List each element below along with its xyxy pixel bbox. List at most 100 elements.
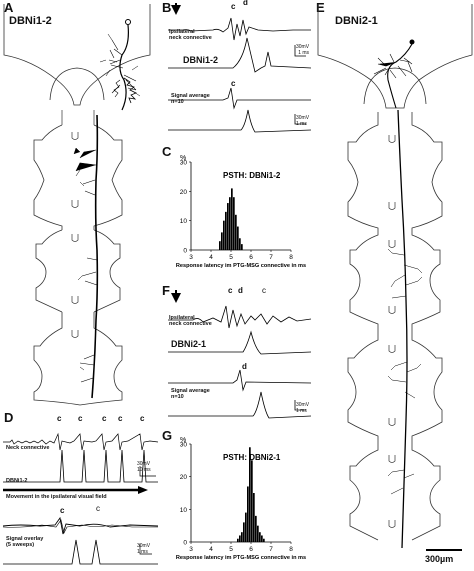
- peak-c-d2: c: [78, 414, 83, 423]
- psth-g-bar: [257, 525, 259, 542]
- psth-g-bar: [253, 493, 255, 542]
- psth-g-title: PSTH: DBNi2-1: [223, 453, 281, 462]
- psth-c-xtick-label: 5: [229, 254, 233, 261]
- psth-g-bar: [237, 538, 239, 542]
- psth-c-bar: [235, 214, 237, 250]
- panel-label-b: B: [162, 0, 172, 15]
- d-scale-bottom: 30mV 1 ms: [137, 543, 151, 555]
- d-overlay-traces: [2, 516, 159, 565]
- psth-g-xlabel: Response latency im PTG-MSG connective i…: [176, 555, 306, 561]
- psth-c-xtick-label: 7: [269, 254, 273, 261]
- scale-bar-label: 300µm: [425, 554, 454, 564]
- psth-c-bar: [229, 197, 231, 250]
- peak-d-f-avg: d: [242, 362, 247, 371]
- d-cell-label: DBNi1-2: [6, 478, 28, 484]
- peak-c-d5: c: [140, 414, 145, 423]
- b-trace2-label: DBNi1-2: [183, 55, 219, 65]
- psth-c-xtick-label: 3: [189, 254, 193, 261]
- peak-d-f: d: [238, 286, 243, 295]
- f-avg-traces: [168, 369, 312, 419]
- f-scale-bottom: 30mV 1 ms: [296, 402, 310, 414]
- d-overlay-label: Signal overlay (5 sweeps): [6, 536, 44, 548]
- psth-c-xtick-label: 6: [249, 254, 253, 261]
- psth-c-ylabel: %: [180, 155, 186, 162]
- psth-g-xtick-label: 4: [209, 546, 213, 553]
- stimulus-arrow-stem: [175, 3, 177, 9]
- panel-a-title: DBNi1-2: [9, 15, 52, 27]
- stimulus-arrow-icon: [171, 5, 181, 15]
- f-trace2-label: DBNi2-1: [171, 339, 207, 349]
- psth-g-xtick-label: 5: [229, 546, 233, 553]
- d-traces: [3, 432, 159, 494]
- psth-c-bar: [241, 244, 243, 250]
- neuron-drawing-e: [317, 4, 473, 549]
- psth-g-bar: [259, 532, 261, 542]
- f-trace1-label: Ipsilateral neck connective: [169, 315, 212, 327]
- psth-g-ylabel: %: [180, 437, 186, 444]
- b-traces: [168, 17, 312, 73]
- neuron-drawing-a: [3, 4, 151, 406]
- panel-label-f: F: [162, 283, 170, 298]
- panel-label-e: E: [316, 0, 325, 15]
- psth-c-bar: [219, 241, 221, 250]
- psth-g-bar: [251, 460, 253, 542]
- psth-c-bar: [239, 238, 241, 250]
- psth-g-bar: [241, 532, 243, 542]
- psth-g-xtick-label: 7: [269, 546, 273, 553]
- d-neck-label: Neck connective: [6, 445, 50, 451]
- psth-g-ytick-label: 0: [183, 540, 187, 547]
- peak-c-f: c: [228, 286, 233, 295]
- psth-g-xtick-label: 6: [249, 546, 253, 553]
- peak-c-d1: c: [57, 414, 62, 423]
- psth-c-ytick-label: 20: [180, 189, 188, 196]
- stimulus-arrow-stem-f: [175, 290, 177, 296]
- d-movement-label: Movement in the ipsilateral visual field: [6, 494, 107, 500]
- psth-c-xlabel: Response latency im PTG-MSG connective i…: [176, 263, 306, 269]
- peak-d-b: d: [243, 0, 248, 7]
- psth-c-title: PSTH: DBNi1-2: [223, 171, 281, 180]
- b-avg-traces: [168, 87, 312, 133]
- psth-c-ytick-label: 30: [180, 160, 188, 167]
- f-avg-label: Signal average n=10: [171, 388, 210, 400]
- peak-c-d-overlay2: c: [96, 504, 100, 513]
- psth-c-bar: [233, 197, 235, 250]
- psth-c-bar: [221, 232, 223, 250]
- peak-c-d4: c: [118, 414, 123, 423]
- peak-c-b-avg: c: [231, 79, 236, 88]
- psth-c-xtick-label: 8: [289, 254, 293, 261]
- psth-g-bar: [261, 535, 263, 542]
- psth-c-ytick-label: 0: [183, 248, 187, 255]
- psth-g-bar: [239, 535, 241, 542]
- b-scale-bottom: 30mV 1 ms: [296, 115, 310, 127]
- psth-g-ytick-label: 30: [180, 442, 188, 449]
- panel-label-a: A: [4, 0, 14, 15]
- psth-g-ytick-label: 20: [180, 474, 188, 481]
- psth-g-bar: [243, 522, 245, 542]
- psth-g-bar: [255, 515, 257, 542]
- psth-c-bar: [227, 203, 229, 250]
- panel-label-g: G: [162, 428, 173, 443]
- psth-g-bar: [263, 538, 265, 542]
- b-trace1-label: Ipsilateral neck connective: [169, 29, 212, 41]
- peak-c-b: c: [231, 2, 236, 11]
- psth-g-bar: [247, 486, 249, 542]
- psth-c-ytick-label: 10: [180, 218, 188, 225]
- psth-g-ytick-label: 10: [180, 507, 188, 514]
- psth-c-bar: [237, 226, 239, 250]
- panel-label-d: D: [4, 410, 14, 425]
- peak-c-d3: c: [102, 414, 107, 423]
- peak-c-f2: c: [262, 286, 266, 295]
- b-avg-label: Signal average n=10: [171, 93, 210, 105]
- psth-c-xtick-label: 4: [209, 254, 213, 261]
- psth-g-xtick-label: 3: [189, 546, 193, 553]
- psth-c-bar: [225, 211, 227, 250]
- psth-g-bar: [245, 512, 247, 542]
- psth-c-bar: [223, 220, 225, 250]
- panel-e-title: DBNi2-1: [335, 15, 378, 27]
- psth-g-xtick-label: 8: [289, 546, 293, 553]
- psth-g-bar: [249, 447, 251, 542]
- scale-bar-line: [426, 549, 462, 551]
- psth-c-bar: [231, 188, 233, 250]
